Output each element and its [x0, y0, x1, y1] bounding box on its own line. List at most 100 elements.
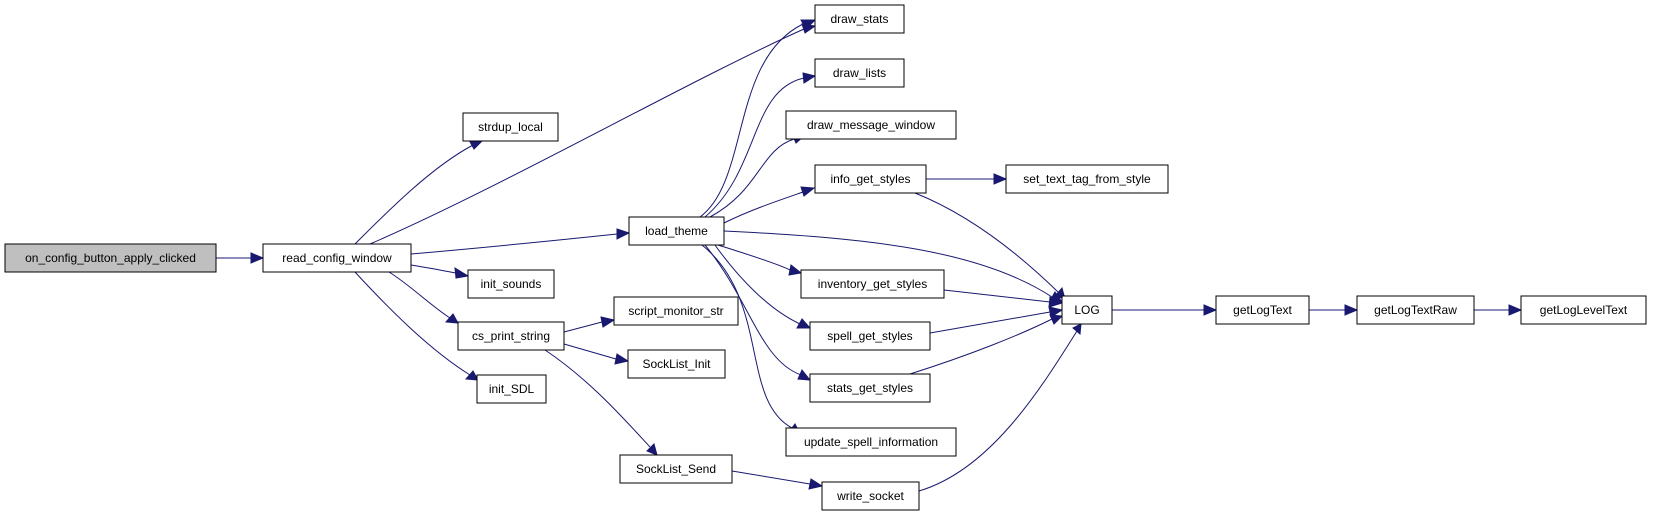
- node-label: SockList_Send: [636, 462, 716, 476]
- arrowhead: [993, 173, 1008, 185]
- node-spell-get-styles[interactable]: spell_get_styles: [809, 321, 931, 351]
- edge-cs_print_string-to-SockList_Init: [563, 343, 630, 365]
- node-label: write_socket: [836, 489, 904, 503]
- node-load-theme[interactable]: load_theme: [628, 216, 725, 246]
- node-cs-print-string[interactable]: cs_print_string: [457, 321, 565, 351]
- arrowhead: [614, 353, 630, 365]
- edge-stats_get_styles-to-LOG: [909, 314, 1064, 375]
- edge-load_theme-to-draw_lists: [704, 72, 817, 218]
- node-label: set_text_tag_from_style: [1023, 172, 1151, 186]
- arrowhead: [796, 318, 812, 329]
- edge-SockList_Send-to-write_socket: [731, 470, 824, 490]
- node-strdup-local[interactable]: strdup_local: [462, 112, 559, 142]
- edge-load_theme-to-update_spell_information: [701, 244, 801, 435]
- edge-line: [723, 191, 804, 224]
- node-inventory-get-styles[interactable]: inventory_get_styles: [800, 269, 945, 299]
- edge-line: [704, 77, 805, 218]
- node-draw-lists[interactable]: draw_lists: [814, 58, 905, 88]
- node-getloglevletext[interactable]: getLogLevelText: [1520, 295, 1647, 325]
- node-write-socket[interactable]: write_socket: [821, 481, 920, 511]
- edge-load_theme-to-inventory_get_styles: [717, 244, 803, 276]
- edge-read_config_window-to-init_SDL: [354, 271, 479, 381]
- node-label: stats_get_styles: [827, 381, 913, 395]
- node-label: read_config_window: [282, 251, 392, 265]
- arrowhead: [616, 228, 631, 240]
- node-log[interactable]: LOG: [1061, 295, 1113, 325]
- node-label: LOG: [1074, 303, 1099, 317]
- edge-line: [369, 28, 805, 245]
- node-label: cs_print_string: [472, 329, 550, 343]
- arrowhead: [464, 370, 479, 381]
- node-label: getLogText: [1233, 303, 1292, 317]
- edge-line: [731, 470, 811, 485]
- edge-read_config_window-to-init_sounds: [410, 264, 470, 279]
- node-label: inventory_get_styles: [818, 277, 927, 291]
- edge-inventory_get_styles-to-LOG: [943, 289, 1064, 308]
- edge-load_theme-to-spell_get_styles: [714, 244, 812, 329]
- node-socklist-send[interactable]: SockList_Send: [619, 454, 733, 484]
- edge-read_config_window-to-strdup_local: [354, 139, 484, 245]
- node-getlogtextraw[interactable]: getLogTextRaw: [1356, 295, 1475, 325]
- edge-on_config_button_apply_clicked-to-read_config_window: [216, 252, 265, 264]
- arrowhead: [1344, 304, 1359, 316]
- edge-line: [717, 244, 791, 271]
- edge-line: [714, 244, 801, 325]
- node-label: info_get_styles: [830, 172, 910, 186]
- node-layer: on_config_button_apply_clicked read_conf…: [4, 4, 1647, 511]
- node-label: init_sounds: [481, 277, 542, 291]
- node-label: on_config_button_apply_clicked: [25, 251, 196, 265]
- edge-line: [723, 230, 1053, 298]
- arrowhead: [1072, 323, 1082, 336]
- edge-line: [701, 244, 793, 429]
- node-draw-message-window[interactable]: draw_message_window: [785, 110, 957, 140]
- node-label: getLogTextRaw: [1374, 303, 1457, 317]
- arrowhead: [646, 443, 658, 456]
- node-init-sounds[interactable]: init_sounds: [467, 269, 555, 299]
- edge-line: [563, 343, 617, 360]
- edge-cs_print_string-to-SockList_Send: [544, 349, 658, 456]
- node-label: getLogLevelText: [1540, 303, 1628, 317]
- edge-line: [354, 271, 471, 376]
- node-label: draw_lists: [833, 66, 886, 80]
- node-socklist-init[interactable]: SockList_Init: [627, 349, 726, 379]
- node-init-sdl[interactable]: init_SDL: [476, 374, 547, 404]
- edge-line: [918, 330, 1078, 492]
- node-label: spell_get_styles: [827, 329, 912, 343]
- edge-line: [410, 264, 457, 274]
- edge-line: [929, 311, 1051, 334]
- node-info-get-styles[interactable]: info_get_styles: [814, 164, 927, 194]
- arrowhead: [600, 316, 616, 328]
- node-script-monitor-str[interactable]: script_monitor_str: [613, 296, 739, 326]
- node-label: script_monitor_str: [628, 304, 723, 318]
- node-set-text-tag-from-style[interactable]: set_text_tag_from_style: [1005, 164, 1169, 194]
- edge-line: [699, 23, 804, 218]
- node-draw-stats[interactable]: draw_stats: [814, 4, 905, 34]
- edge-line: [544, 349, 651, 448]
- node-getlogtext[interactable]: getLogText: [1215, 295, 1310, 325]
- node-read-config-window[interactable]: read_config_window: [262, 243, 412, 273]
- edge-line: [709, 138, 795, 218]
- edge-layer: [216, 19, 1523, 492]
- edge-line: [943, 289, 1051, 303]
- arrowhead: [1203, 304, 1218, 316]
- arrowhead: [1508, 304, 1523, 316]
- arrowhead: [797, 369, 812, 381]
- node-on-config-button-apply-clicked[interactable]: on_config_button_apply_clicked: [4, 243, 217, 273]
- arrowhead: [454, 267, 470, 279]
- edge-line: [704, 244, 802, 376]
- edge-line: [410, 233, 618, 255]
- node-label: init_SDL: [489, 382, 535, 396]
- edge-LOG-to-getLogText: [1112, 304, 1218, 316]
- edge-cs_print_string-to-script_monitor_str: [563, 316, 616, 333]
- edge-read_config_window-to-load_theme: [410, 228, 631, 255]
- arrowhead: [250, 252, 265, 264]
- node-label: load_theme: [645, 224, 708, 238]
- edge-write_socket-to-LOG: [918, 323, 1082, 492]
- node-stats-get-styles[interactable]: stats_get_styles: [809, 373, 931, 403]
- node-label: draw_message_window: [807, 118, 935, 132]
- arrowhead: [1048, 306, 1064, 318]
- edge-getLogText-to-getLogTextRaw: [1309, 304, 1359, 316]
- arrowhead: [1049, 314, 1064, 325]
- edge-load_theme-to-draw_stats: [699, 19, 817, 218]
- node-update-spell-information[interactable]: update_spell_information: [785, 427, 957, 457]
